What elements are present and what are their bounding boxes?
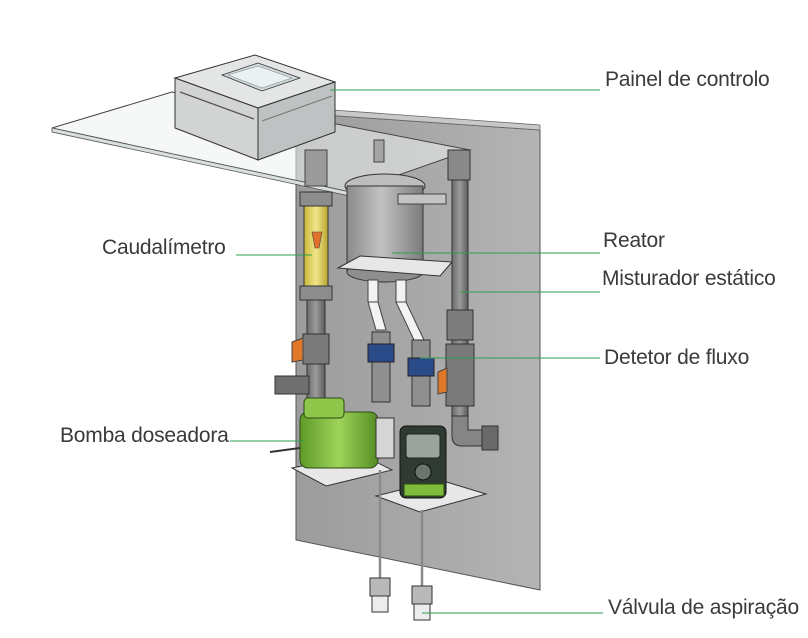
dosing-pump-right [374, 425, 488, 513]
suction-lines [369, 470, 433, 621]
static-mixer [437, 149, 499, 451]
label-flow-detector: Detetor de fluxo [604, 346, 750, 369]
flow-detector [367, 301, 435, 407]
reactor [336, 173, 454, 303]
label-dosing-pump: Bomba doseadora [60, 424, 229, 447]
label-suction-valve: Válvula de aspiração [608, 596, 799, 619]
label-reactor: Reator [603, 229, 665, 252]
dosing-pump-left [269, 397, 395, 487]
label-control-panel: Painel de controlo [605, 68, 770, 91]
control-panel [173, 54, 337, 161]
leader-lines [230, 89, 603, 614]
label-flowmeter: Caudalímetro [102, 236, 226, 259]
shelf-fittings [304, 139, 385, 187]
label-static-mixer: Misturador estático [602, 267, 776, 290]
